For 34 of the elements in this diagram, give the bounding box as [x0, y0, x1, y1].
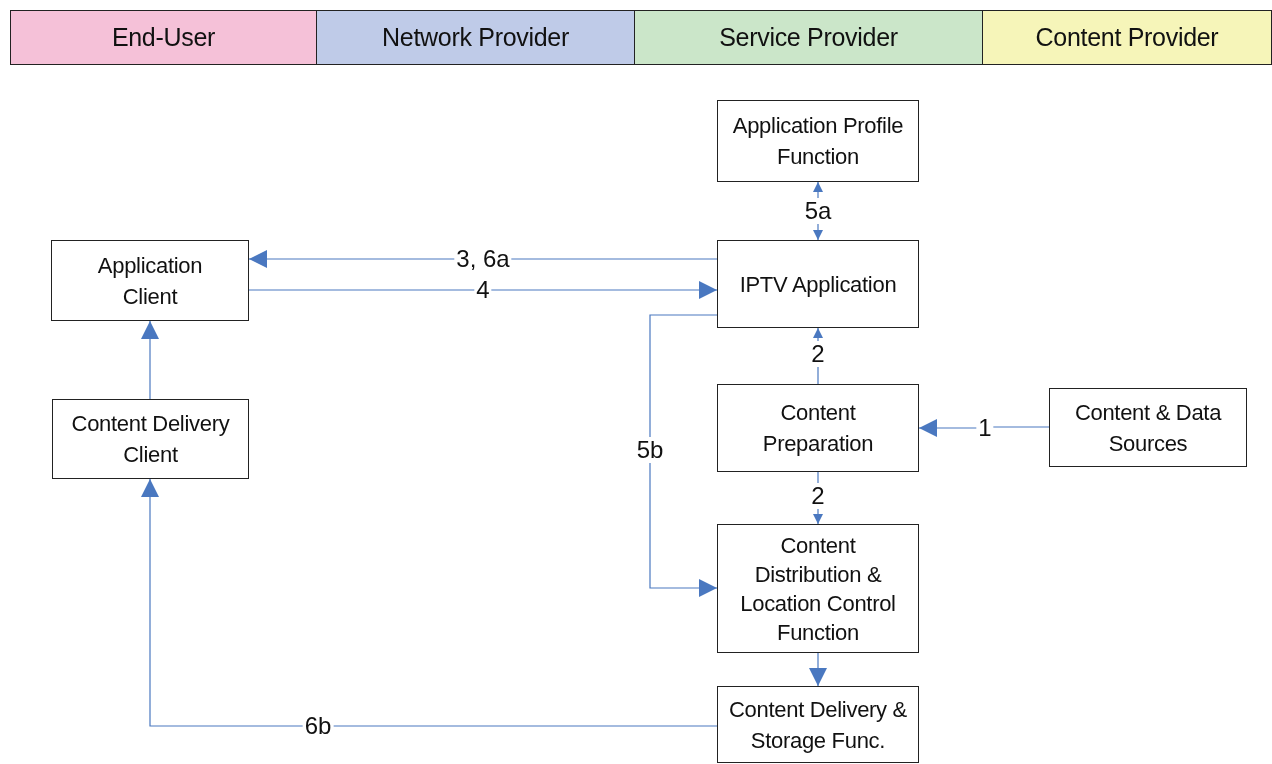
arrow [809, 652, 827, 687]
role-band [316, 10, 635, 65]
edge-label: 2 [809, 341, 827, 367]
box-label: Content Delivery & Storage Func. [728, 695, 908, 755]
process-box [717, 384, 919, 472]
arrow [141, 320, 159, 400]
box-label: Application Profile Function [731, 112, 905, 171]
process-box [717, 524, 919, 653]
band-label: Network Provider [382, 22, 569, 53]
box-label: Application Client [96, 251, 204, 311]
box-label: IPTV Application [739, 270, 897, 299]
arrow [141, 478, 718, 727]
band-label: Content Provider [1035, 22, 1219, 53]
band-label: Service Provider [719, 22, 898, 53]
process-box [52, 399, 249, 479]
box-label: Content Preparation [761, 399, 875, 458]
process-box [51, 240, 249, 321]
box-label: Content Delivery Client [70, 410, 231, 469]
process-box [717, 100, 919, 182]
role-band [10, 10, 317, 65]
box-label: Content Distribution & Location Control Function [739, 531, 897, 647]
role-band [634, 10, 983, 65]
process-box [717, 686, 919, 763]
band-label: End-User [111, 22, 216, 53]
process-box [1049, 388, 1247, 467]
arrow [649, 314, 718, 597]
process-box [717, 240, 919, 328]
box-label: Content & Data Sources [1073, 398, 1223, 458]
edge-label: 5b [634, 437, 666, 463]
arrow [248, 281, 718, 299]
arrow [248, 250, 718, 268]
edge-label: 5a [802, 198, 834, 224]
role-band [982, 10, 1272, 65]
edge-label: 2 [809, 483, 827, 509]
